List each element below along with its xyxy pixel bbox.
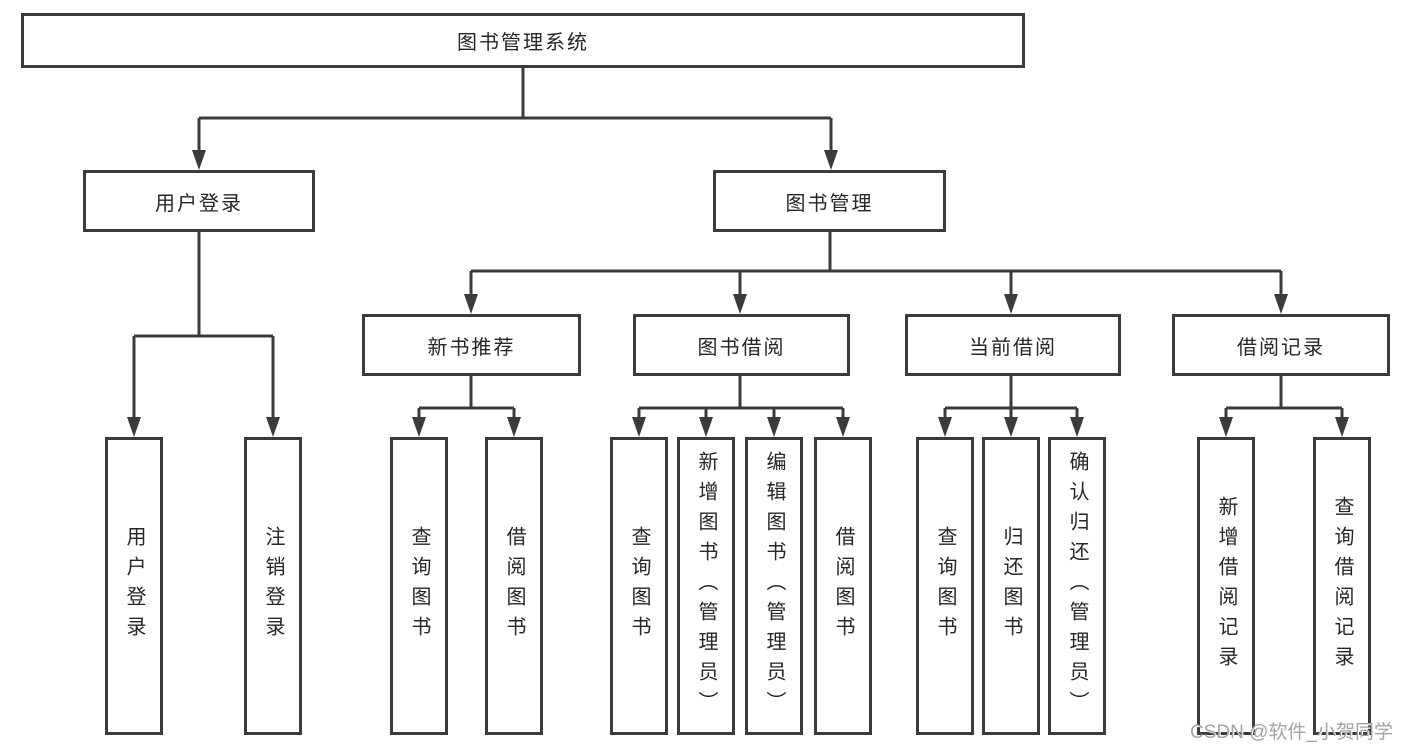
leaf-query-books-recommend: 查询图书: [390, 437, 448, 735]
node-new-book-recommend-label: 新书推荐: [427, 336, 516, 359]
node-borrow-records: 借阅记录: [1172, 314, 1390, 376]
node-current-borrowing: 当前借阅: [905, 314, 1121, 376]
node-book-management: 图书管理: [713, 170, 946, 232]
node-current-borrowing-label: 当前借阅: [969, 336, 1057, 359]
leaf-return-books-label: 归还图书: [1000, 526, 1022, 646]
leaf-query-books-recommend-label: 查询图书: [408, 526, 430, 646]
leaf-logout: 注销登录: [244, 437, 302, 735]
leaf-borrow-books-recommend-label: 借阅图书: [503, 526, 525, 646]
leaf-user-login: 用户登录: [105, 437, 163, 735]
leaf-add-borrow-record: 新增借阅记录: [1197, 437, 1255, 735]
leaf-query-borrow-record: 查询借阅记录: [1313, 437, 1371, 735]
leaf-logout-label: 注销登录: [262, 526, 284, 646]
leaf-query-borrow-record-label: 查询借阅记录: [1331, 496, 1353, 676]
node-borrow-records-label: 借阅记录: [1237, 336, 1325, 359]
leaf-add-books-admin: 新增图书（管理员）: [677, 437, 735, 735]
leaf-add-books-admin-label: 新增图书（管理员）: [695, 451, 717, 721]
node-new-book-recommend: 新书推荐: [362, 314, 581, 376]
node-root: 图书管理系统: [21, 13, 1025, 68]
leaf-borrow-books-label: 借阅图书: [832, 526, 854, 646]
leaf-edit-books-admin: 编辑图书（管理员）: [745, 437, 803, 735]
leaf-confirm-return-admin: 确认归还（管理员）: [1048, 437, 1106, 735]
leaf-query-books-current: 查询图书: [916, 437, 974, 735]
leaf-add-borrow-record-label: 新增借阅记录: [1215, 496, 1237, 676]
leaf-borrow-books: 借阅图书: [814, 437, 872, 735]
leaf-return-books: 归还图书: [982, 437, 1040, 735]
leaf-query-books-borrowing-label: 查询图书: [628, 526, 650, 646]
leaf-confirm-return-admin-label: 确认归还（管理员）: [1066, 451, 1088, 721]
node-root-label: 图书管理系统: [457, 32, 589, 54]
leaf-query-books-current-label: 查询图书: [934, 526, 956, 646]
leaf-borrow-books-recommend: 借阅图书: [485, 437, 543, 735]
node-book-management-label: 图书管理: [785, 192, 874, 215]
leaf-edit-books-admin-label: 编辑图书（管理员）: [763, 451, 785, 721]
csdn-watermark: CSDN @软件_小贺同学: [1190, 722, 1393, 743]
leaf-user-login-label: 用户登录: [123, 526, 145, 646]
leaf-query-books-borrowing: 查询图书: [610, 437, 668, 735]
node-book-borrowing-label: 图书借阅: [697, 336, 786, 359]
connector-lines: [132, 68, 1344, 418]
node-book-borrowing: 图书借阅: [633, 314, 850, 376]
node-user-login-label: 用户登录: [155, 192, 243, 215]
node-user-login: 用户登录: [83, 170, 315, 232]
